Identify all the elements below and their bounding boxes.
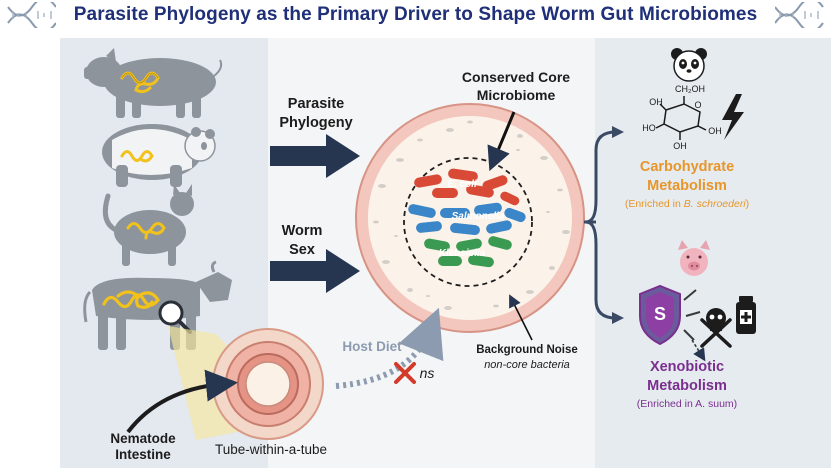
klebsiella-label: Klebsiella (438, 248, 486, 259)
worm-sex-label: Worm Sex (281, 223, 323, 258)
core-microbiome-label: Conserved Core Microbiome (461, 69, 571, 103)
pig-icon (84, 48, 223, 118)
background-noise-label: Background Noise non-core bacteria (476, 344, 578, 371)
ecoli-label: E. coli (447, 179, 477, 190)
sex-arrow (270, 249, 360, 293)
shield-icon (639, 284, 681, 346)
phylogeny-arrow (270, 134, 360, 178)
dna-right-icon (775, 2, 824, 28)
intestine-cross-section (212, 328, 324, 440)
ecoli-cluster (414, 168, 520, 206)
skull-icon (700, 308, 732, 348)
worm-panda-icon (120, 150, 154, 163)
not-significant-cross-icon (394, 362, 416, 384)
shield-letter: S (653, 304, 666, 324)
worm-cat-icon (126, 222, 166, 240)
dna-left-icon (7, 2, 56, 28)
worm-cow-icon (102, 290, 160, 309)
carb-arrowhead (612, 126, 624, 138)
glucose-oh-label-3: OH (673, 141, 687, 151)
function-panel (595, 38, 831, 468)
phylogeny-label: Parasite Phylogeny (279, 96, 353, 131)
noise-pointer-arrow (509, 294, 533, 341)
klebsiella-cluster (424, 236, 512, 268)
cat-icon (102, 184, 194, 266)
deflect-arrows-icon (683, 289, 701, 341)
xeno-dashed-arrow (691, 339, 706, 362)
carbohydrate-enriched-label: (Enriched in B. schroederi) (624, 198, 750, 210)
pig-face-icon (678, 240, 710, 276)
glucose-ring-icon (655, 96, 707, 140)
background-noise-bacteria (373, 120, 570, 310)
host-diet-label: Host Diet (342, 339, 402, 354)
ns-label: ns (419, 365, 435, 381)
lightning-icon (722, 94, 744, 140)
panda-host-icon (102, 124, 216, 187)
medicine-bottle-icon (736, 296, 756, 334)
tube-label: Tube-within-a-tube (214, 442, 328, 457)
carbohydrate-label: Carbohydrate Metabolism (639, 159, 735, 194)
host-diet-arrow (335, 307, 444, 389)
xeno-arrowhead (612, 312, 624, 324)
nematode-intestine-label: Nematode Intestine (110, 431, 176, 462)
intestine-pointer-arrow (126, 369, 238, 434)
glucose-oh-label-2: OH (708, 126, 722, 136)
output-bracket (584, 130, 617, 320)
glucose-ch2oh-label: CH₂OH (675, 84, 705, 94)
glucose-oh-label-1: OH (649, 97, 663, 107)
title-bar: Parasite Phylogeny as the Primary Driver… (0, 0, 831, 30)
xenobiotic-enriched-label: (Enriched in A. suum) (636, 398, 738, 410)
core-pointer-arrow (487, 111, 516, 172)
page-title: Parasite Phylogeny as the Primary Driver… (73, 4, 758, 25)
salmonella-label: Salmonella (451, 211, 505, 222)
panda-icon (671, 48, 707, 82)
glucose-ho-label: HO (642, 123, 656, 133)
xenobiotic-label: Xenobiotic Metabolism (647, 359, 727, 394)
salmonella-cluster (408, 202, 526, 236)
microbiome-circle (355, 103, 585, 333)
glucose-o-label: O (694, 100, 702, 110)
core-boundary (403, 157, 533, 287)
